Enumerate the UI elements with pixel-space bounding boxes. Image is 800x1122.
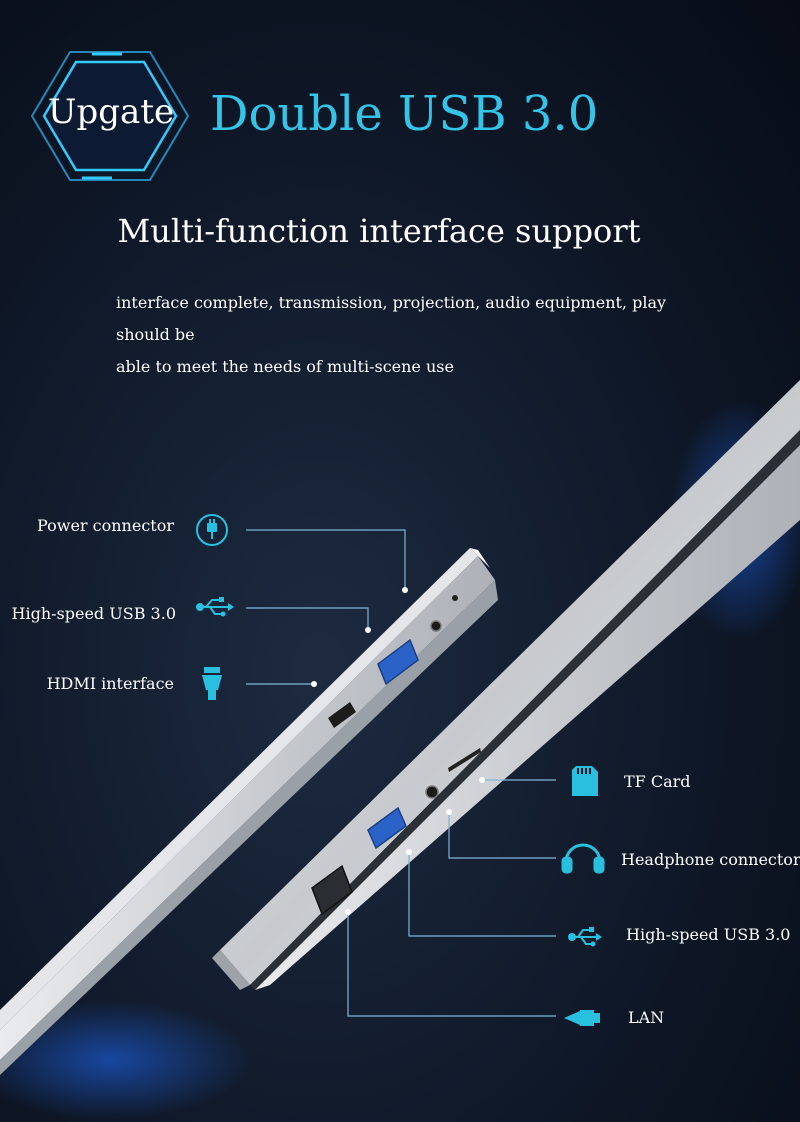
power-port [452, 595, 458, 601]
glow-accent [0, 1000, 250, 1120]
connector-lines [246, 529, 556, 1017]
headphone-jack [425, 785, 439, 799]
hdmi-label: HDMI interface [46, 674, 174, 693]
usb-port-left [377, 638, 419, 686]
sd-card-icon [572, 766, 598, 796]
description: interface complete, transmission, projec… [116, 287, 716, 383]
headphone-jack-left [430, 620, 442, 632]
usb-right-label: High-speed USB 3.0 [626, 925, 791, 944]
description-line: able to meet the needs of multi-scene us… [116, 357, 454, 376]
power-connector-label: Power connector [37, 516, 174, 535]
hexagon-badge [30, 51, 190, 181]
upgrade-badge-label: Upgate [47, 92, 175, 132]
subtitle: Multi-function interface support [117, 212, 641, 250]
tf-card-label: TF Card [624, 772, 691, 791]
lan-port [311, 864, 353, 916]
hdmi-port [328, 702, 356, 728]
lan-cable-icon [564, 1010, 600, 1026]
headphone-label: Headphone connector [621, 850, 800, 869]
headphones-icon [561, 843, 605, 874]
description-line: interface complete, transmission, projec… [116, 293, 667, 344]
usb-port-right [367, 806, 407, 850]
laptop-right [212, 380, 800, 990]
power-plug-icon [196, 514, 228, 546]
usb-icon-right [568, 927, 602, 947]
usb-left-label: High-speed USB 3.0 [11, 604, 176, 623]
tf-card-slot [448, 748, 481, 772]
connector-dots [311, 587, 485, 915]
laptop-left [0, 548, 498, 1075]
usb-icon [196, 597, 234, 617]
lan-label: LAN [628, 1008, 665, 1027]
headline: Double USB 3.0 [210, 86, 599, 142]
hdmi-icon [202, 667, 222, 700]
